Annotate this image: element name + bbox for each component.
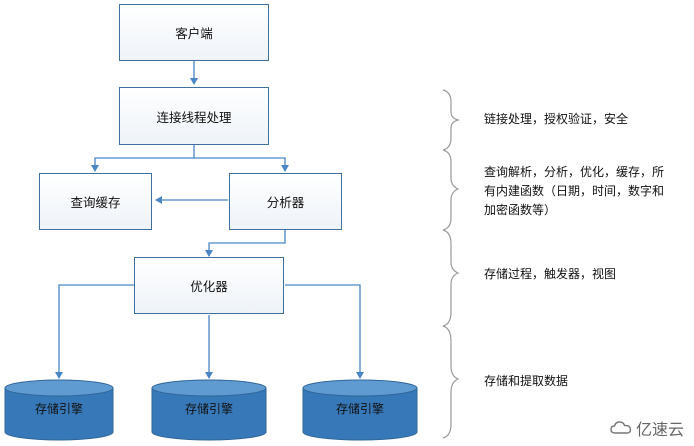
engine2-cylinder	[151, 379, 267, 441]
brace-4	[442, 325, 460, 439]
watermark-text: 亿速云	[635, 420, 684, 439]
arrow-connection-split	[91, 145, 195, 172]
note-procedures: 存储过程，触发器，视图	[484, 267, 617, 281]
engine3-label: 存储引擎	[335, 402, 384, 416]
cloud-logo-icon	[610, 421, 632, 434]
arrow-optimizer-engine3	[285, 284, 364, 379]
brace-3	[442, 229, 460, 327]
brace-1	[442, 89, 461, 151]
arrow-analyzer-optimizer	[205, 230, 286, 257]
engine1-cylinder	[4, 379, 114, 441]
optimizer-box: 优化器	[134, 257, 284, 314]
arrow-connection-analyzer	[194, 157, 289, 172]
engine1-label: 存储引擎	[34, 402, 83, 416]
note-parsing: 查询解析，分析，优化，缓存，所 有内建函数（日期，时间，数字和 加密函数等）	[484, 165, 665, 217]
engine3-cylinder	[302, 379, 418, 441]
analyzer-box: 分析器	[229, 173, 342, 230]
watermark: 亿速云	[610, 416, 684, 440]
client-box: 客户端	[119, 4, 269, 61]
query-cache-box: 查询缓存	[39, 173, 152, 230]
brace-2	[442, 149, 460, 231]
arrow-optimizer-engine1	[55, 284, 134, 379]
engine2-label: 存储引擎	[184, 402, 233, 416]
note-storage: 存储和提取数据	[484, 374, 569, 388]
note-connection: 链接处理，授权验证，安全	[484, 112, 629, 126]
connection-box: 连接线程处理	[119, 87, 269, 145]
